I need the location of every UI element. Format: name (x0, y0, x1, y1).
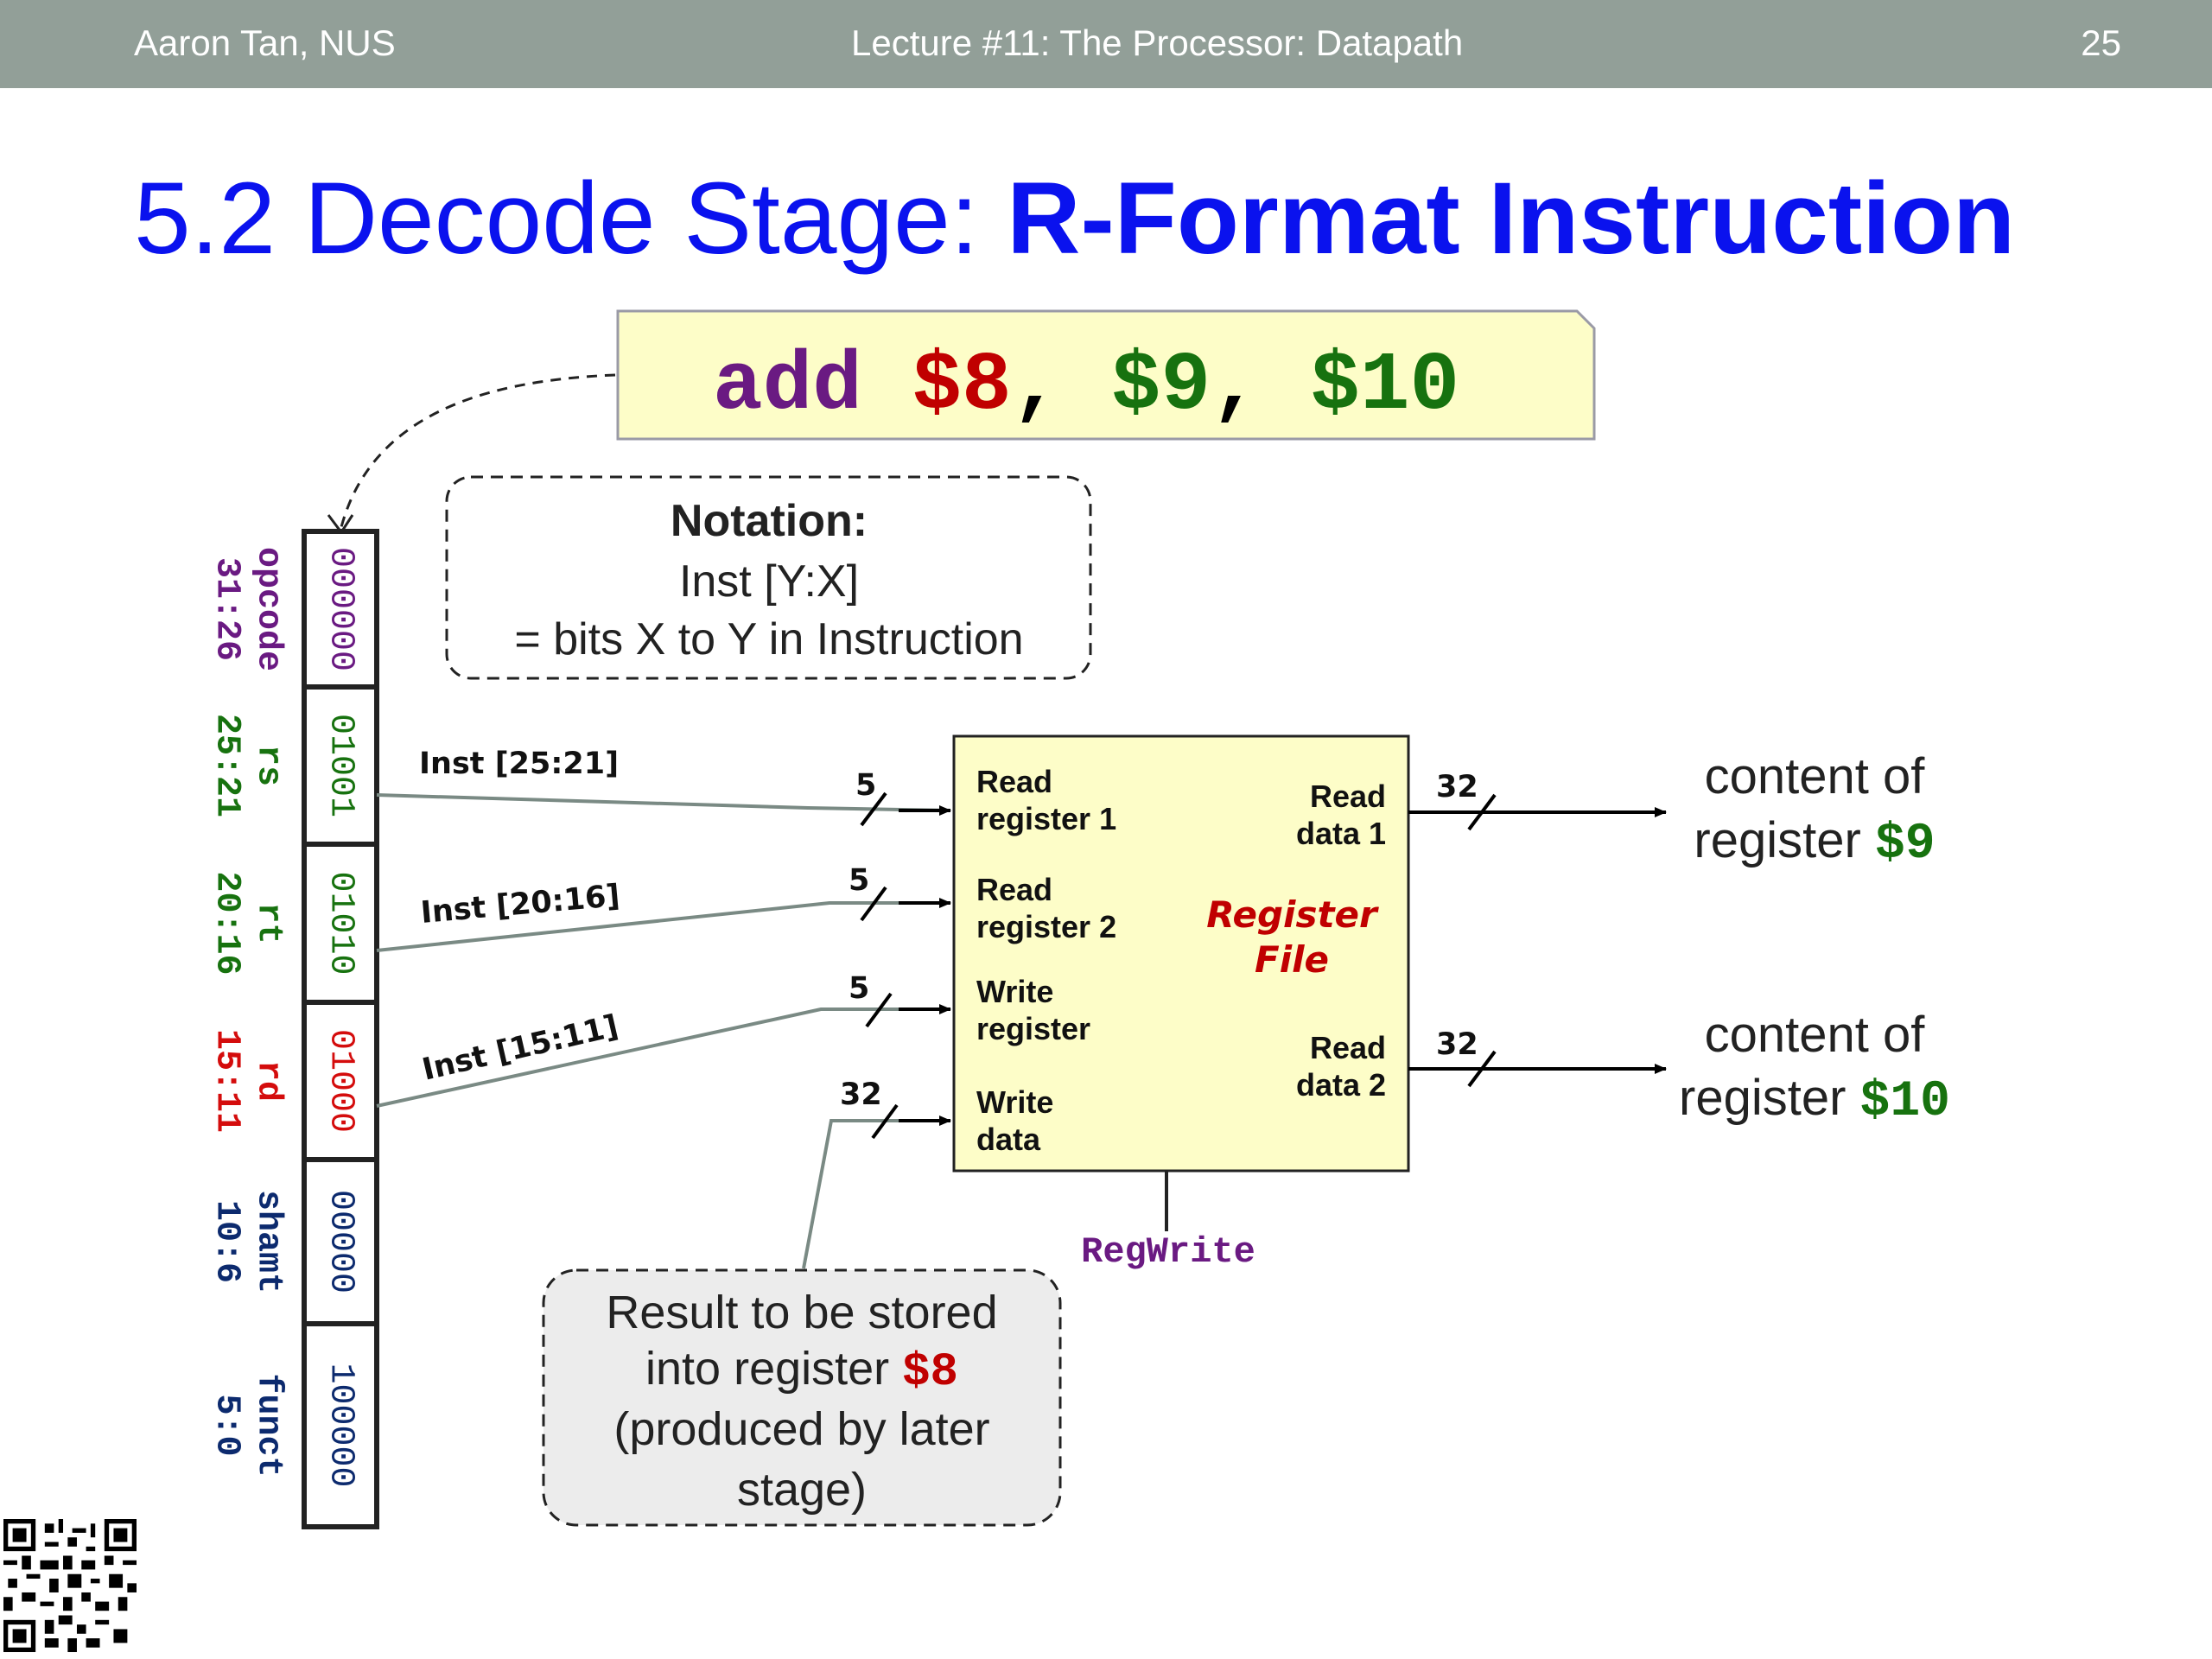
bus-width-rt: 5 (849, 863, 869, 898)
port-read-register-2-line1: Read (976, 872, 1052, 907)
output2-line2-text: register (1679, 1070, 1860, 1126)
notation-heading: Notation: (671, 496, 868, 546)
field-bits-rs: 01001 (321, 714, 360, 817)
port-read-register-1-line1: Read (976, 764, 1052, 799)
field-range-funct: 5:0 (207, 1394, 246, 1456)
result-note-line2-text: into register (645, 1343, 902, 1395)
instruction-sep-2: , (1211, 339, 1261, 433)
port-read-data-2-line1: Read (1310, 1030, 1386, 1065)
instruction-text: add $8, $9, $10 (713, 339, 1459, 433)
slide-header: Aaron Tan, NUS Lecture #11: The Processo… (0, 0, 2212, 88)
field-bits-rd: 01000 (321, 1029, 360, 1133)
result-note-line3: (produced by later (613, 1403, 989, 1455)
label-inst-rs: Inst [25:21] (419, 747, 619, 781)
qr-code-icon (3, 1519, 137, 1652)
field-range-shamt: 10:6 (207, 1200, 246, 1283)
instruction-sep-1: , (1012, 339, 1062, 433)
port-write-register-line1: Write (976, 974, 1053, 1009)
result-note-line2: into register $8 (645, 1343, 958, 1399)
field-name-opcode: opcode (249, 547, 288, 671)
port-read-register-1-line2: register 1 (976, 801, 1116, 836)
bus-slash-write-data (871, 1103, 899, 1140)
label-inst-rt: Inst [20:16] (419, 879, 621, 931)
output1-register: $9 (1875, 817, 1936, 873)
title-emphasis: R-Format Instruction (1007, 162, 2016, 276)
instruction-rd: $8 (912, 339, 1011, 433)
bus-width-rs: 5 (855, 768, 876, 803)
port-read-register-2-line2: register 2 (976, 909, 1116, 944)
register-file-block (952, 734, 1410, 1173)
field-range-rt: 20:16 (207, 871, 246, 975)
port-read-data-2-line2: data 2 (1296, 1067, 1386, 1103)
instruction-rs: $9 (1111, 339, 1211, 433)
port-read-data-1-line1: Read (1310, 779, 1386, 814)
title-prefix: 5.2 Decode Stage: (134, 162, 1007, 276)
bus-slash-rd (865, 992, 893, 1028)
field-range-rs: 25:21 (207, 714, 246, 817)
bus-width-write-data: 32 (840, 1077, 882, 1112)
field-bits-opcode: 000000 (321, 547, 360, 671)
notation-box (445, 475, 1092, 680)
port-read-data-1-line2: data 1 (1296, 816, 1386, 851)
instruction-fields-column (302, 529, 379, 1529)
result-note-line1: Result to be stored (606, 1287, 997, 1338)
instruction-rt: $10 (1310, 339, 1459, 433)
notation-line2: = bits X to Y in Instruction (514, 614, 1023, 664)
port-write-data-line2: data (976, 1122, 1041, 1157)
field-name-rd: rd (249, 1060, 288, 1102)
field-bits-shamt: 00000 (321, 1190, 360, 1294)
output2-line2: register $10 (1679, 1070, 1950, 1130)
register-file-name-line1: Register (1206, 893, 1379, 936)
output1-line2-text: register (1694, 812, 1875, 868)
output1-line1: content of (1705, 748, 1926, 804)
bus-width-rd: 5 (849, 971, 869, 1006)
header-page-number: 25 (2081, 22, 2121, 63)
port-write-register-line2: register (976, 1011, 1090, 1046)
result-note-register: $8 (902, 1346, 958, 1399)
bus-slash-rt (860, 886, 887, 922)
result-note-box (542, 1268, 1062, 1527)
output2-line1: content of (1705, 1007, 1926, 1063)
result-note-line4: stage) (737, 1464, 867, 1516)
field-range-rd: 15:11 (207, 1029, 246, 1133)
bus-width-read-data-2: 32 (1436, 1027, 1478, 1062)
notation-line1: Inst [Y:X] (679, 556, 859, 607)
field-name-shamt: shamt (249, 1190, 288, 1294)
field-name-funct: funct (249, 1373, 288, 1477)
header-lecture: Lecture #11: The Processor: Datapath (851, 22, 1464, 63)
bus-slash-read-data-2 (1467, 1050, 1497, 1088)
register-file-name-line2: File (1255, 938, 1329, 981)
output1-line2: register $9 (1694, 812, 1935, 873)
header-author: Aaron Tan, NUS (134, 22, 396, 63)
instruction-box (616, 309, 1596, 441)
field-name-rs: rs (249, 745, 288, 786)
field-range-opcode: 31:26 (207, 557, 246, 661)
slide-title: 5.2 Decode Stage: R-Format Instruction (134, 160, 2015, 277)
bus-slash-read-data-1 (1467, 793, 1497, 831)
port-write-data-line1: Write (976, 1084, 1053, 1120)
output2-register: $10 (1860, 1074, 1950, 1130)
bus-width-read-data-1: 32 (1436, 770, 1478, 804)
regwrite-signal: RegWrite (1081, 1231, 1255, 1273)
wire-write-data (802, 1119, 950, 1269)
instruction-op: add (713, 339, 862, 433)
bus-slash-rs (860, 791, 887, 827)
field-bits-funct: 100000 (321, 1363, 360, 1487)
field-bits-rt: 01010 (321, 871, 360, 975)
field-name-rt: rt (249, 902, 288, 944)
instruction-to-fields-arrow (340, 373, 616, 528)
